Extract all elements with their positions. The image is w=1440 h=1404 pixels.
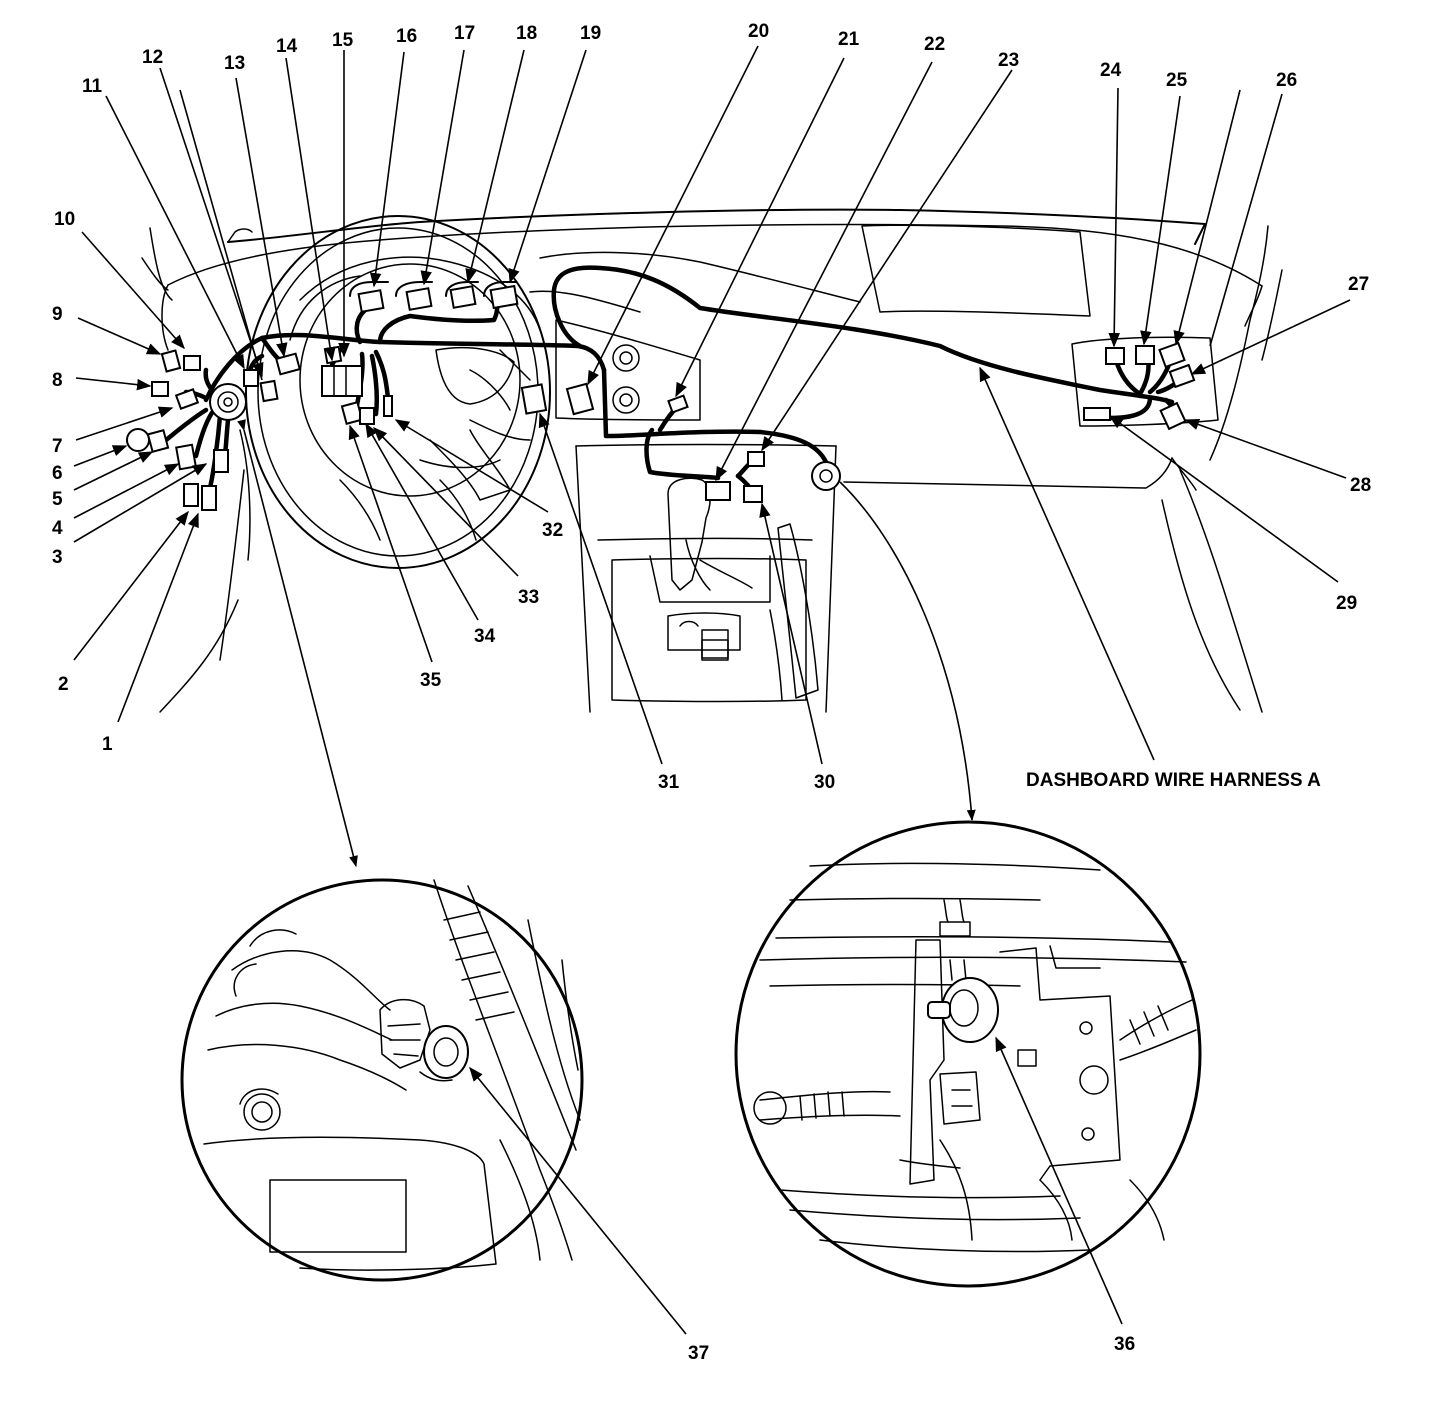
callout-1: 1: [102, 734, 113, 755]
callout-9: 9: [52, 304, 63, 325]
diagram-title: DASHBOARD WIRE HARNESS A: [1026, 770, 1321, 791]
detail-view-37: [180, 878, 584, 1282]
callout-37: 37: [688, 1343, 709, 1364]
callout-15: 15: [332, 30, 354, 51]
callout-34: 34: [474, 626, 496, 647]
connectors: [126, 281, 1196, 511]
dashboard-outline: [141, 208, 1283, 713]
callout-29: 29: [1336, 593, 1357, 614]
callout-19: 19: [580, 23, 601, 44]
callout-12: 12: [142, 47, 163, 68]
callout-13: 13: [224, 53, 245, 74]
callout-25: 25: [1166, 70, 1188, 91]
callout-23: 23: [998, 50, 1019, 71]
wire-harness: [163, 265, 1185, 497]
callout-21: 21: [838, 29, 860, 50]
detail-view-36: [734, 820, 1202, 1288]
callout-28: 28: [1350, 475, 1371, 496]
callout-4: 4: [52, 518, 63, 539]
callout-20: 20: [748, 21, 769, 42]
callout-8: 8: [52, 370, 63, 391]
callout-5: 5: [52, 489, 63, 510]
callout-14: 14: [276, 36, 298, 57]
callout-labels: 1 2 3 4 5 6 7 8 9 10 11 12 13 14 15 16 1…: [52, 21, 1371, 1364]
callout-10: 10: [54, 209, 75, 230]
steering-wheel: [245, 215, 551, 569]
callout-2: 2: [58, 674, 69, 695]
callout-27: 27: [1348, 274, 1369, 295]
callout-32: 32: [542, 520, 563, 541]
callout-16: 16: [396, 26, 417, 47]
callout-33: 33: [518, 587, 539, 608]
callout-18: 18: [516, 23, 537, 44]
callout-35: 35: [420, 670, 442, 691]
callout-6: 6: [52, 463, 63, 484]
callout-11: 11: [82, 76, 103, 97]
callout-17: 17: [454, 23, 475, 44]
callout-26: 26: [1276, 70, 1297, 91]
callout-22: 22: [924, 34, 945, 55]
callout-3: 3: [52, 547, 63, 568]
callout-30: 30: [814, 772, 835, 793]
leader-lines: [73, 45, 1351, 868]
callout-7: 7: [52, 436, 63, 457]
callout-24: 24: [1100, 60, 1122, 81]
callout-31: 31: [658, 772, 680, 793]
callout-36: 36: [1114, 1334, 1135, 1355]
